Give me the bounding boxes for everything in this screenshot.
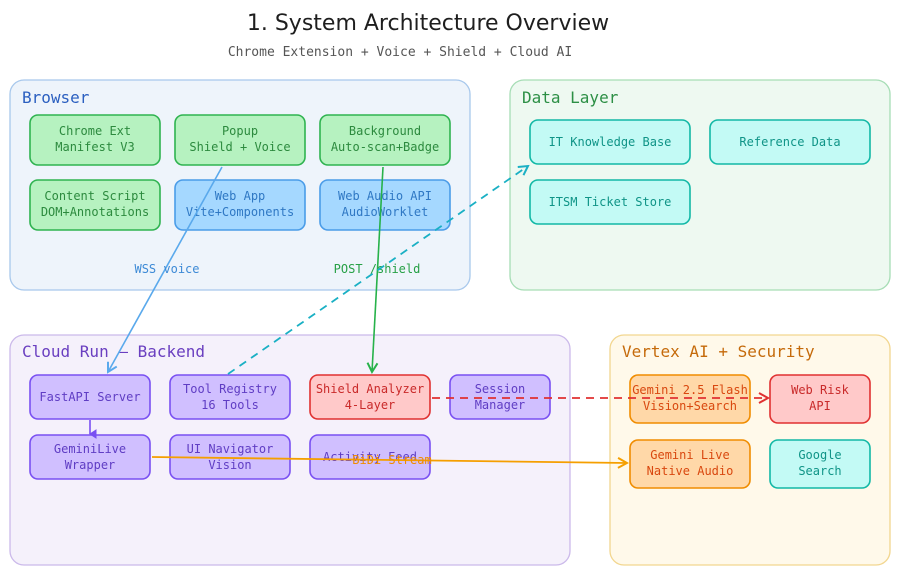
node-web-audio[interactable]: Web Audio API AudioWorklet (319, 179, 451, 231)
node-it-knowledge-base[interactable]: IT Knowledge Base (529, 119, 691, 165)
node-background-line2: Auto-scan+Badge (331, 140, 439, 154)
node-web-risk-api[interactable]: Web Risk API (769, 374, 871, 424)
node-session-manager-line2: Manager (475, 398, 526, 412)
node-web-audio-line1: Web Audio API (338, 189, 432, 203)
node-chrome-ext-line2: Manifest V3 (55, 140, 134, 154)
group-data-layer-label: Data Layer (522, 88, 619, 107)
node-ui-navigator[interactable]: UI Navigator Vision (169, 434, 291, 480)
node-google-search-line2: Search (798, 464, 841, 478)
edge-wss-voice: WSS voice (108, 166, 223, 372)
node-itsm-ticket-store-label: ITSM Ticket Store (549, 195, 672, 209)
group-browser-label: Browser (22, 88, 90, 107)
node-background-line1: Background (349, 124, 421, 138)
edge-tools-to-kb (227, 166, 528, 375)
node-google-search[interactable]: Google Search (769, 439, 871, 489)
group-cloud-run-label: Cloud Run — Backend (22, 342, 205, 361)
edge-bidi-stream-label: BiDi Stream (352, 453, 431, 467)
node-gemini-live[interactable]: Gemini Live Native Audio (629, 439, 751, 489)
node-web-app-line1: Web App (215, 189, 266, 203)
node-fastapi-server-label: FastAPI Server (39, 390, 140, 404)
node-shield-analyzer-line2: 4-Layer (345, 398, 396, 412)
node-content-script-line2: DOM+Annotations (41, 205, 149, 219)
node-background[interactable]: Background Auto-scan+Badge (319, 114, 451, 166)
node-gemini-live-line1: Gemini Live (650, 448, 729, 462)
node-shield-analyzer-line1: Shield Analyzer (316, 382, 424, 396)
node-ui-navigator-line2: Vision (208, 458, 251, 472)
edge-wss-voice-label: WSS voice (134, 262, 199, 276)
node-reference-data-label: Reference Data (739, 135, 840, 149)
node-google-search-line1: Google (798, 448, 841, 462)
diagram-subtitle: Chrome Extension + Voice + Shield + Clou… (228, 45, 572, 60)
node-gemini-live-line2: Native Audio (647, 464, 734, 478)
edge-post-shield-label: POST /shield (334, 262, 421, 276)
node-web-risk-api-line2: API (809, 399, 831, 413)
node-session-manager[interactable]: Session Manager (449, 374, 551, 420)
node-geminilive-wrapper[interactable]: GeminiLive Wrapper (29, 434, 151, 480)
node-it-knowledge-base-label: IT Knowledge Base (549, 135, 672, 149)
node-web-risk-api-line1: Web Risk (791, 383, 850, 397)
node-gemini-flash-line1: Gemini 2.5 Flash (632, 383, 748, 397)
node-popup-line2: Shield + Voice (189, 140, 290, 154)
node-shield-analyzer[interactable]: Shield Analyzer 4-Layer (309, 374, 431, 420)
node-content-script[interactable]: Content Script DOM+Annotations (29, 179, 161, 231)
node-web-audio-line2: AudioWorklet (342, 205, 429, 219)
node-gemini-flash-line2: Vision+Search (643, 399, 737, 413)
node-geminilive-wrapper-line1: GeminiLive (54, 442, 126, 456)
node-itsm-ticket-store[interactable]: ITSM Ticket Store (529, 179, 691, 225)
edge-bidi-stream: BiDi Stream (151, 453, 627, 467)
node-chrome-ext[interactable]: Chrome Ext Manifest V3 (29, 114, 161, 166)
node-gemini-flash[interactable]: Gemini 2.5 Flash Vision+Search (629, 374, 751, 424)
node-tool-registry[interactable]: Tool Registry 16 Tools (169, 374, 291, 420)
node-tool-registry-line1: Tool Registry (183, 382, 277, 396)
group-vertex-label: Vertex AI + Security (622, 342, 815, 361)
node-fastapi-server[interactable]: FastAPI Server (29, 374, 151, 420)
node-popup-line1: Popup (222, 124, 258, 138)
node-ui-navigator-line1: UI Navigator (187, 442, 274, 456)
diagram-title: 1. System Architecture Overview (247, 11, 609, 36)
node-web-app[interactable]: Web App Vite+Components (174, 179, 306, 231)
node-web-app-line2: Vite+Components (186, 205, 294, 219)
node-session-manager-line1: Session (475, 382, 526, 396)
node-reference-data[interactable]: Reference Data (709, 119, 871, 165)
node-geminilive-wrapper-line2: Wrapper (65, 458, 116, 472)
node-chrome-ext-line1: Chrome Ext (59, 124, 131, 138)
node-popup[interactable]: Popup Shield + Voice (174, 114, 306, 166)
node-content-script-line1: Content Script (44, 189, 145, 203)
node-tool-registry-line2: 16 Tools (201, 398, 259, 412)
